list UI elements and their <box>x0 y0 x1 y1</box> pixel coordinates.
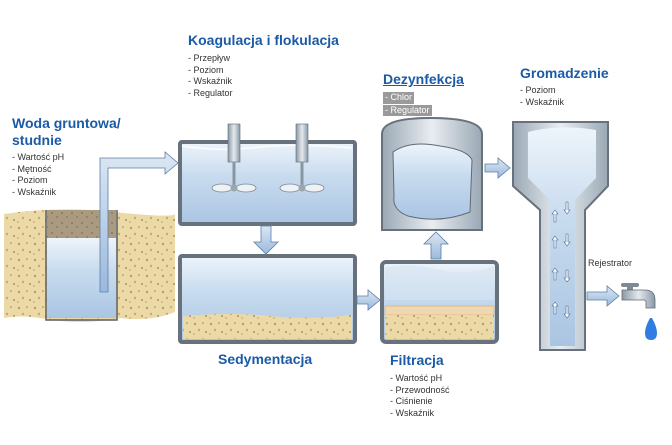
list-item: Wartość pH <box>12 152 65 164</box>
sedimentation-title: Sedymentacja <box>218 351 313 367</box>
list-item: Regulator <box>383 104 432 116</box>
coagulation-tank <box>178 123 357 226</box>
list-item: Poziom <box>188 65 233 77</box>
coagulation-title: Koagulacja i flokulacja <box>188 32 339 48</box>
list-item: Mętność <box>12 164 64 176</box>
filtration-tank <box>380 260 499 344</box>
list-item: Wartość pH <box>390 373 450 385</box>
coagulation-params: Przepływ Poziom Wskaźnik Regulator <box>188 53 233 99</box>
groundwater-title: Woda gruntowa/ studnie <box>12 115 121 149</box>
list-item: Wskaźnik <box>520 97 565 109</box>
list-item: Wskaźnik <box>390 408 450 420</box>
list-item: Ciśnienie <box>390 396 450 408</box>
storage-title: Gromadzenie <box>520 65 609 81</box>
recorder-label: Rejestrator <box>588 258 633 268</box>
disinfection-title: Dezynfekcja <box>383 71 464 87</box>
storage-tower <box>512 121 609 351</box>
disinfection-tank <box>381 116 483 231</box>
groundwater-title-line-1: Woda gruntowa/ <box>12 115 121 131</box>
list-item: Wskaźnik <box>188 76 233 88</box>
list-item: Wskaźnik <box>12 187 64 199</box>
flow-arrow-right-3 <box>586 285 620 307</box>
list-item: Poziom <box>520 85 564 97</box>
disinfection-params: Chlor Regulator <box>383 92 432 117</box>
filtration-title: Filtracja <box>390 352 444 368</box>
list-item: Przepływ <box>188 53 233 65</box>
flow-arrow-down <box>253 225 279 255</box>
well-scene <box>4 151 179 322</box>
list-item: Regulator <box>188 88 233 100</box>
groundwater-title-line-2: studnie <box>12 132 62 148</box>
storage-params: Poziom Wskaźnik <box>520 85 565 109</box>
sedimentation-tank <box>178 254 357 344</box>
filtration-params: Wartość pH Przewodność Ciśnienie Wskaźni… <box>390 373 450 419</box>
flow-arrow-right-2 <box>484 157 511 179</box>
list-item: Chlor <box>383 92 415 104</box>
list-item: Poziom <box>12 175 64 187</box>
flow-arrow-up <box>423 231 449 260</box>
list-item: Przewodność <box>390 385 450 397</box>
flow-arrow-right-1 <box>356 289 381 311</box>
groundwater-params: Wartość pH Mętność Poziom Wskaźnik <box>12 152 65 199</box>
water-tap-icon <box>621 283 657 340</box>
